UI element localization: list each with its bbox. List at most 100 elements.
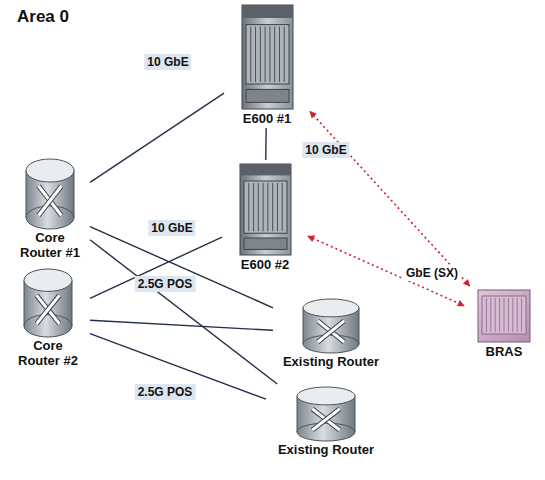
switch-chassis: E600 #1 (226, 3, 308, 126)
router-arrow (39, 186, 62, 215)
router-node: Existing Router (275, 298, 387, 369)
trunk-link (265, 128, 267, 160)
trunk-link (90, 334, 266, 400)
area-ellipse (9, 29, 445, 477)
link-label: GbE (SX) (403, 265, 461, 281)
bras-slot (495, 298, 496, 332)
router-arrow-outline (37, 295, 60, 323)
router-base (26, 206, 74, 229)
card-slot (255, 27, 256, 82)
e600-icon (240, 3, 295, 111)
area-name: Area 0 (17, 7, 69, 27)
link-label: 2.5G POS (135, 384, 196, 400)
card-slot (278, 27, 279, 82)
chassis-cage (244, 181, 287, 233)
node-label: E600 #1 (243, 111, 291, 126)
card-slot (262, 183, 263, 231)
router-arrow-outline (39, 186, 62, 215)
network-area: Area 0 E600 #1 Core Router #1 E600 #2 Core R… (5, 5, 450, 478)
chassis-fan (244, 238, 287, 249)
card-slot (276, 183, 277, 231)
chassis-body (242, 5, 293, 109)
bras-icon (476, 288, 532, 344)
router-side (355, 396, 356, 432)
switch-chassis: E600 #2 (224, 162, 306, 272)
card-slot (267, 183, 268, 231)
bras-slot (512, 298, 513, 332)
router-node: Core Router #2 (8, 268, 88, 368)
router-arrow-outline (318, 321, 344, 342)
card-slot (274, 27, 275, 82)
e600-icon (238, 162, 293, 257)
router-top (24, 269, 72, 291)
router-arrow (37, 295, 60, 323)
card-slot (281, 183, 282, 231)
node-label: Core Router #1 (17, 230, 83, 260)
node-label: E600 #2 (241, 257, 289, 272)
router-base (297, 423, 355, 441)
router-arrow (39, 186, 62, 215)
card-slot (272, 183, 273, 231)
link-label: 2.5G POS (135, 276, 196, 292)
router-icon (301, 298, 361, 354)
router-icon (24, 158, 76, 230)
bras-node: BRAS (466, 288, 542, 359)
router-arrow-outline (312, 409, 339, 430)
node-label: Existing Router (283, 354, 379, 369)
trunk-link (90, 93, 224, 182)
router-icon (22, 268, 74, 338)
bras-body (478, 290, 530, 342)
card-slot (257, 183, 258, 231)
link-label: 10 GbE (302, 142, 349, 158)
link-label: 10 GbE (148, 220, 195, 236)
router-icon (295, 386, 357, 442)
router-side (297, 396, 298, 432)
card-slot (250, 27, 251, 82)
card-slot (253, 183, 254, 231)
router-base (303, 335, 359, 353)
router-arrow (312, 409, 339, 430)
router-side (74, 171, 75, 218)
card-slot (283, 27, 284, 82)
router-top (297, 387, 355, 405)
router-side (26, 171, 27, 218)
card-slot (259, 27, 260, 82)
router-arrow (318, 321, 344, 342)
router-side (359, 308, 360, 344)
trunk-link (90, 237, 222, 298)
router-side (24, 280, 25, 326)
bras-slot (521, 298, 522, 332)
trunk-link (90, 320, 273, 330)
router-arrow-outline (39, 186, 62, 215)
router-top (26, 159, 74, 182)
bras-slot (486, 298, 487, 332)
node-label: Existing Router (278, 442, 374, 457)
chassis-fan (246, 89, 289, 102)
router-arrow (318, 321, 344, 342)
node-label: Core Router #2 (15, 338, 81, 368)
router-arrow-outline (37, 295, 60, 323)
bras-slot (504, 298, 505, 332)
bras-slot (517, 298, 518, 332)
chassis-top (240, 164, 291, 175)
bras-panel (482, 296, 526, 334)
router-node: Existing Router (268, 386, 384, 457)
gbe-link (310, 111, 470, 286)
chassis-top (242, 5, 293, 18)
router-base (24, 315, 72, 337)
card-slot (248, 183, 249, 231)
router-node: Core Router #1 (12, 158, 88, 260)
router-side (72, 280, 73, 326)
link-label: 10 GbE (144, 54, 191, 70)
bras-slot (490, 298, 491, 332)
bras-slot (508, 298, 509, 332)
router-top (303, 299, 359, 317)
router-arrow-outline (318, 321, 344, 342)
gbe-link (308, 236, 464, 306)
card-slot (264, 27, 265, 82)
router-arrow (37, 295, 60, 323)
chassis-body (240, 164, 291, 255)
router-side (303, 308, 304, 344)
card-slot (269, 27, 270, 82)
